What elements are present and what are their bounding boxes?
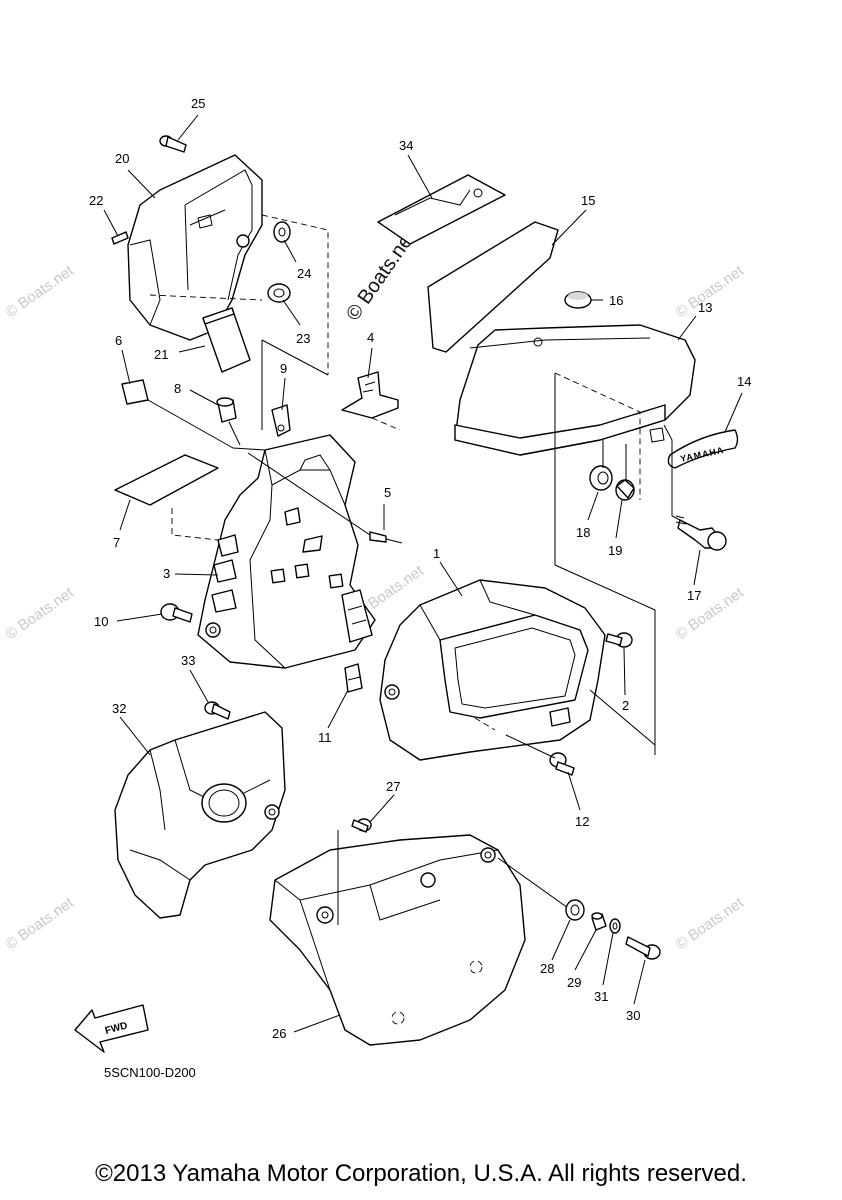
part-10-bolt	[160, 603, 193, 623]
guide-line	[261, 214, 329, 375]
guide-line	[663, 424, 681, 521]
callout-33: 33	[181, 653, 195, 668]
callout-17: 17	[687, 588, 701, 603]
callout-32: 32	[112, 701, 126, 716]
part-11-clip	[344, 663, 363, 693]
callout-4: 4	[367, 330, 374, 345]
part-30-bolt	[625, 936, 661, 960]
part-5-bolt	[247, 452, 403, 544]
callout-2: 2	[622, 698, 629, 713]
leader-lines	[103, 114, 743, 1033]
part-13-side-cover	[454, 324, 696, 456]
part-24-grommet	[273, 221, 291, 243]
guide-line	[337, 830, 569, 925]
part-7-sheet	[114, 454, 219, 506]
faint-watermark: © Boats.net	[3, 262, 78, 321]
callout-22: 22	[89, 193, 103, 208]
callout-9: 9	[280, 361, 287, 376]
fwd-arrow: FWD	[74, 1004, 149, 1053]
callout-23: 23	[296, 331, 310, 346]
part-9-clip	[271, 404, 291, 437]
part-6-pad	[121, 379, 149, 405]
part-16-grommet	[564, 291, 592, 309]
guide-line	[602, 440, 627, 480]
callout-5: 5	[384, 485, 391, 500]
diagram-code: 5SCN100-D200	[104, 1065, 196, 1080]
part-8-damper	[216, 397, 237, 423]
callout-18: 18	[576, 525, 590, 540]
part-21-pad	[202, 307, 251, 373]
part-27-bolt	[351, 818, 372, 833]
callout-27: 27	[386, 779, 400, 794]
callout-8: 8	[174, 381, 181, 396]
guide-line	[147, 399, 266, 451]
callout-25: 25	[191, 96, 205, 111]
callout-3: 3	[163, 566, 170, 581]
callout-34: 34	[399, 138, 413, 153]
callout-12: 12	[575, 814, 589, 829]
guide-line	[171, 508, 219, 541]
part-20-cover	[127, 154, 263, 341]
callout-29: 29	[567, 975, 581, 990]
callout-13: 13	[698, 300, 712, 315]
callout-20: 20	[115, 151, 129, 166]
callout-24: 24	[297, 266, 311, 281]
part-22-pin	[111, 231, 129, 245]
callout-19: 19	[608, 543, 622, 558]
part-19-collar	[615, 479, 635, 501]
faint-watermark: © Boats.net	[3, 584, 78, 643]
part-34-seal	[377, 174, 506, 245]
guide-line	[149, 294, 263, 301]
part-14-emblem: YAMAHA	[667, 429, 739, 469]
part-33-bolt	[204, 701, 231, 720]
part-31-washer	[609, 918, 621, 934]
guide-line	[505, 689, 656, 759]
faint-watermark: © Boats.net	[673, 894, 748, 953]
callout-6: 6	[115, 333, 122, 348]
callout-30: 30	[626, 1008, 640, 1023]
part-26-cover	[269, 834, 526, 1046]
callout-28: 28	[540, 961, 554, 976]
part-17-lock	[675, 515, 727, 551]
part-3-battery-box	[197, 434, 376, 669]
callout-7: 7	[113, 535, 120, 550]
callout-26: 26	[272, 1026, 286, 1041]
copyright-notice: ©2013 Yamaha Motor Corporation, U.S.A. A…	[95, 1160, 747, 1187]
faint-watermark: © Boats.net	[3, 894, 78, 953]
callout-11: 11	[318, 730, 332, 745]
callout-16: 16	[609, 293, 623, 308]
callout-15: 15	[581, 193, 595, 208]
part-28-damper	[565, 899, 585, 921]
part-23-grommet	[267, 283, 291, 303]
part-32-cover	[114, 711, 286, 919]
part-2-bolt	[605, 632, 633, 648]
parts-diagram: © Boats.net © Boats.net © Boats.net © Bo…	[3, 96, 752, 1080]
callout-31: 31	[594, 989, 608, 1004]
part-4-bracket	[341, 371, 401, 431]
part-18-grommet	[589, 465, 613, 491]
part-29-collar	[591, 912, 607, 931]
part-25-screw	[159, 135, 187, 153]
part-12-bolt	[549, 752, 575, 776]
part-15-pad	[427, 221, 559, 353]
guide-line	[554, 373, 656, 755]
callout-14: 14	[737, 374, 751, 389]
callout-21: 21	[154, 347, 168, 362]
guide-line	[261, 339, 329, 430]
callout-10: 10	[94, 614, 108, 629]
callouts: 1 2 3 4 5 6 7 8 9 10 11 12 13 14 15 16 1…	[89, 96, 751, 1041]
part-1-air-box	[379, 579, 606, 761]
guide-line	[554, 372, 641, 500]
faint-watermark: © Boats.net	[673, 584, 748, 643]
callout-1: 1	[433, 546, 440, 561]
